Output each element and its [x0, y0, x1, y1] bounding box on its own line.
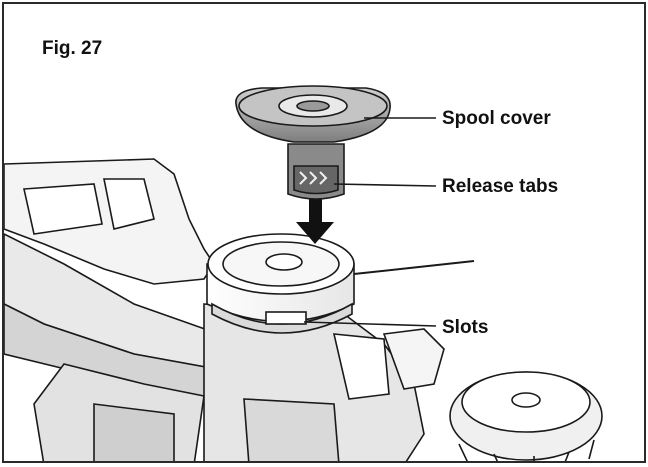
- label-slots: Slots: [442, 317, 489, 338]
- spool-cover-part: [235, 85, 391, 200]
- motor-housing: [203, 303, 445, 461]
- trimmer-head-diagram: [4, 85, 603, 461]
- main-spool: [206, 233, 475, 334]
- down-arrow: [296, 199, 334, 244]
- leader-release-tabs: [333, 183, 437, 187]
- label-spool-cover: Spool cover: [442, 108, 551, 129]
- leader-slots: [303, 321, 437, 327]
- secondary-spool: [449, 371, 603, 461]
- label-release-tabs: Release tabs: [442, 176, 559, 197]
- figure-title: Fig. 27: [42, 38, 103, 59]
- leader-lines: [303, 117, 437, 327]
